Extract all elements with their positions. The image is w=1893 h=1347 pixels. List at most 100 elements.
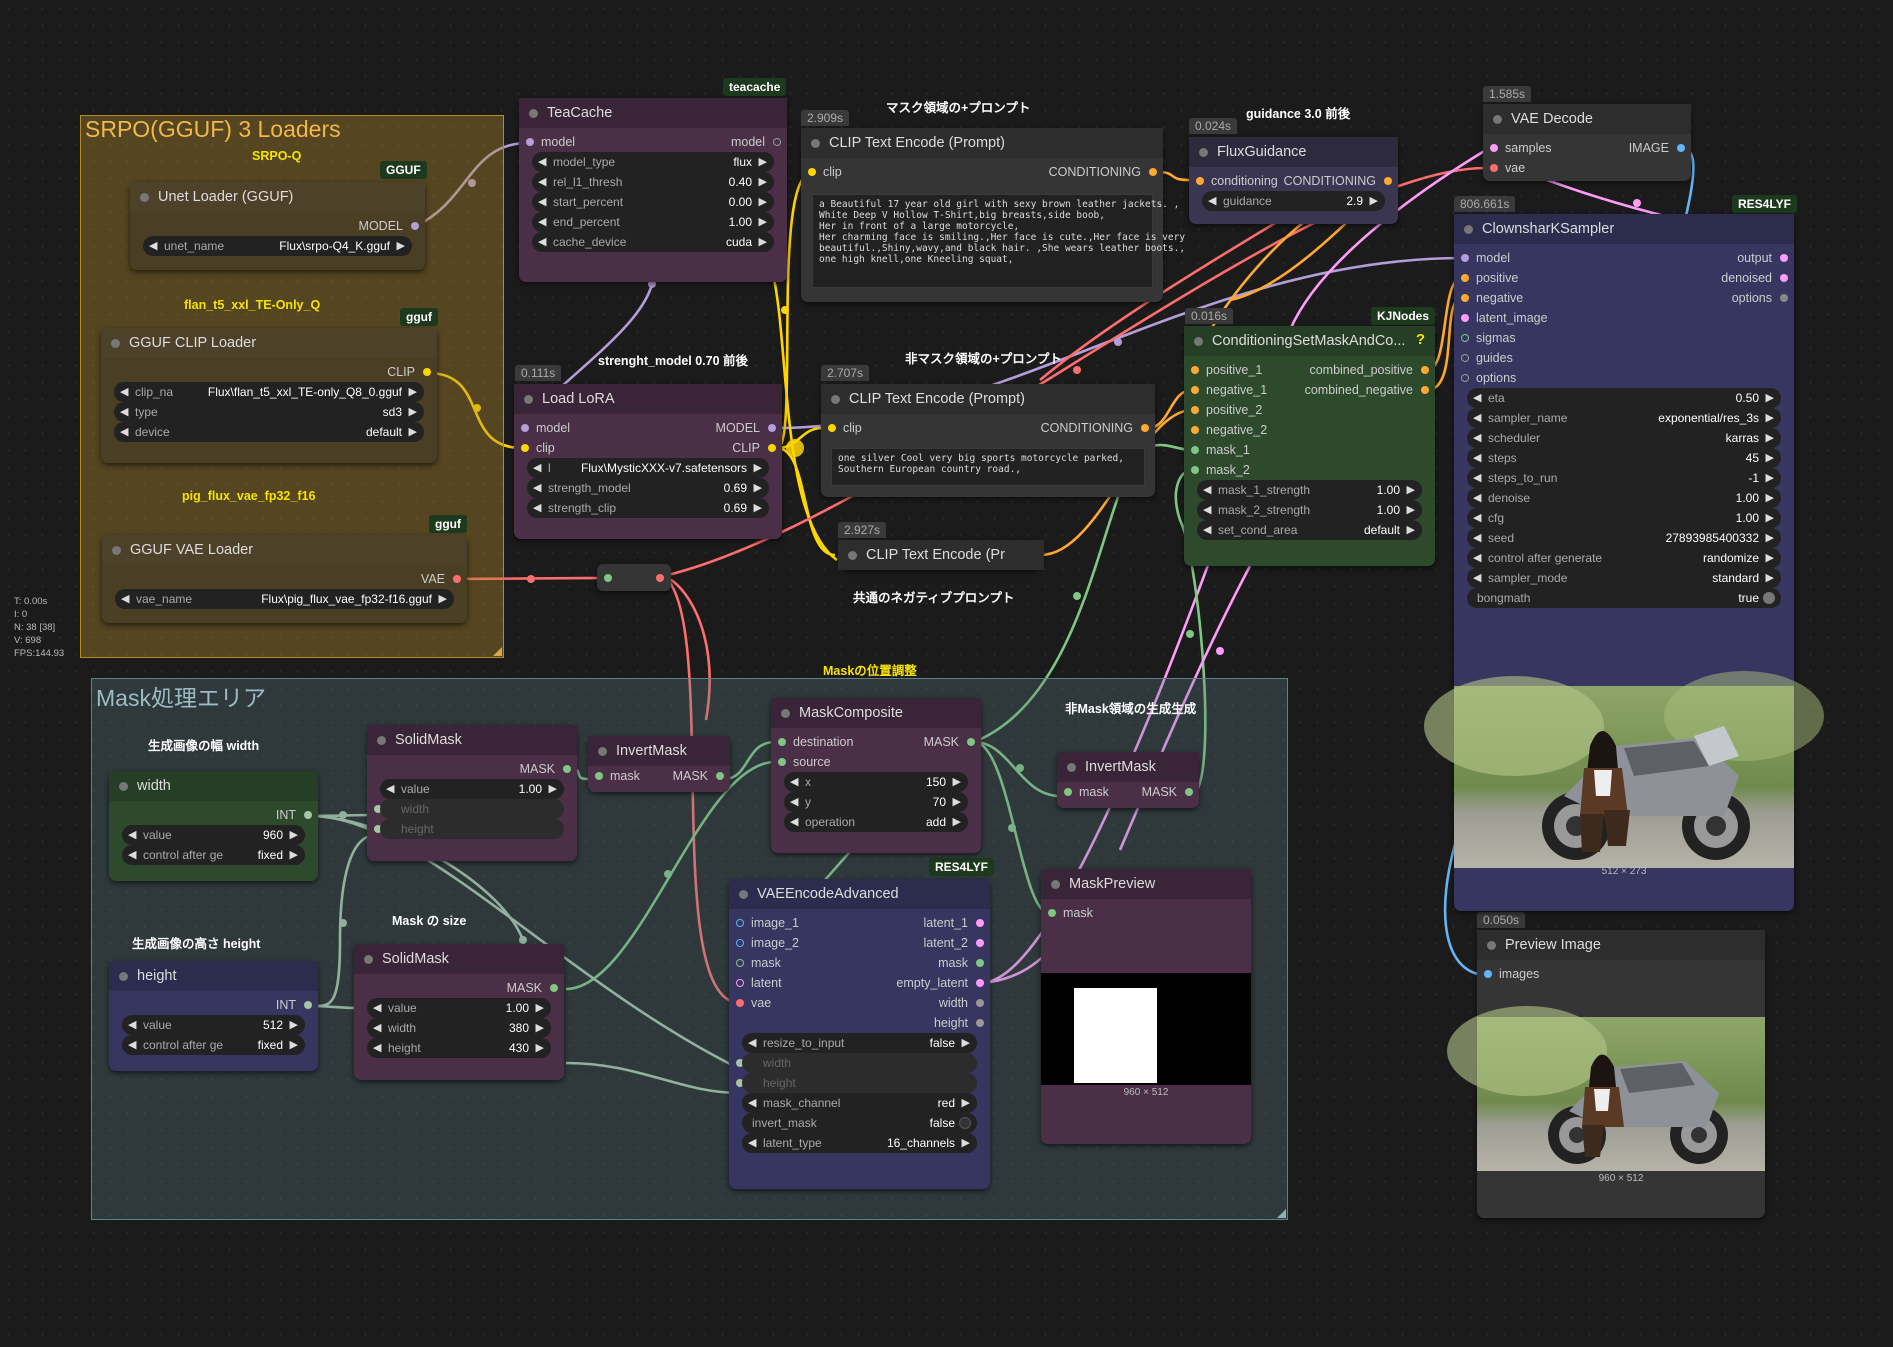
socket[interactable]: [1421, 386, 1429, 394]
collapse-dot[interactable]: [111, 339, 120, 348]
arrow-right-icon[interactable]: ▶: [1765, 452, 1774, 464]
arrow-right-icon[interactable]: ▶: [1369, 195, 1378, 207]
socket[interactable]: [976, 999, 984, 1007]
prompt-textarea[interactable]: one silver Cool very big sports motorcyc…: [831, 448, 1145, 486]
arrow-right-icon[interactable]: ▶: [952, 816, 961, 828]
arrow-left-icon[interactable]: ◀: [533, 482, 542, 494]
preview-image-node[interactable]: Preview Image images 960 × 512: [1447, 930, 1765, 1218]
arrow-left-icon[interactable]: ◀: [373, 1042, 382, 1054]
arrow-right-icon[interactable]: ▶: [961, 1137, 970, 1149]
io-slot[interactable]: mask_2: [1184, 460, 1435, 480]
socket[interactable]: [1490, 144, 1498, 152]
converted-input-width[interactable]: width: [367, 799, 577, 819]
socket[interactable]: [736, 979, 744, 987]
arrow-right-icon[interactable]: ▶: [438, 593, 447, 605]
collapse-dot[interactable]: [1067, 763, 1076, 772]
arrow-right-icon[interactable]: ▶: [1406, 484, 1415, 496]
socket[interactable]: [595, 772, 603, 780]
prompt-textarea[interactable]: a Beautiful 17 year old girl with sexy b…: [812, 194, 1185, 288]
io-slot[interactable]: source: [771, 752, 981, 772]
socket[interactable]: [976, 919, 984, 927]
collapse-dot[interactable]: [140, 193, 149, 202]
arrow-left-icon[interactable]: ◀: [1203, 504, 1212, 516]
collapse-dot[interactable]: [848, 551, 857, 560]
socket[interactable]: [1780, 274, 1788, 282]
arrow-left-icon[interactable]: ◀: [128, 829, 137, 841]
socket[interactable]: [1191, 386, 1199, 394]
socket[interactable]: [1191, 466, 1199, 474]
socket[interactable]: [1191, 426, 1199, 434]
arrow-right-icon[interactable]: ▶: [753, 482, 762, 494]
arrow-right-icon[interactable]: ▶: [548, 783, 557, 795]
io-slot[interactable]: vae: [1483, 158, 1691, 178]
arrow-left-icon[interactable]: ◀: [373, 1002, 382, 1014]
arrow-right-icon[interactable]: ▶: [535, 1022, 544, 1034]
arrow-left-icon[interactable]: ◀: [1473, 552, 1482, 564]
arrow-left-icon[interactable]: ◀: [533, 462, 542, 474]
arrow-left-icon[interactable]: ◀: [1473, 512, 1482, 524]
collapse-dot[interactable]: [119, 782, 128, 791]
arrow-left-icon[interactable]: ◀: [748, 1137, 757, 1149]
socket[interactable]: [1780, 254, 1788, 262]
io-slot[interactable]: positive_2: [1184, 400, 1435, 420]
arrow-right-icon[interactable]: ▶: [408, 406, 417, 418]
arrow-right-icon[interactable]: ▶: [952, 776, 961, 788]
socket[interactable]: [736, 939, 744, 947]
clip-text-encode-negative-node[interactable]: CLIP Text Encode (Pr: [838, 540, 1044, 570]
socket[interactable]: [828, 424, 836, 432]
io-slot[interactable]: guides: [1454, 348, 1794, 368]
arrow-right-icon[interactable]: ▶: [1765, 512, 1774, 524]
io-slot[interactable]: mask_1: [1184, 440, 1435, 460]
arrow-right-icon[interactable]: ▶: [535, 1042, 544, 1054]
socket[interactable]: [1461, 314, 1469, 322]
converted-input-width[interactable]: width: [729, 1053, 990, 1073]
socket[interactable]: [1780, 294, 1788, 302]
socket[interactable]: [304, 1001, 312, 1009]
output-slot[interactable]: MASK: [354, 978, 564, 998]
collapse-dot[interactable]: [377, 736, 386, 745]
collapse-dot[interactable]: [119, 972, 128, 981]
collapse-dot[interactable]: [1464, 225, 1473, 234]
socket[interactable]: [423, 368, 431, 376]
toggle-knob-icon[interactable]: [1763, 592, 1775, 604]
io-slot[interactable]: negative_2: [1184, 420, 1435, 440]
arrow-left-icon[interactable]: ◀: [1203, 484, 1212, 496]
socket[interactable]: [778, 738, 786, 746]
socket[interactable]: [1185, 788, 1193, 796]
socket[interactable]: [604, 574, 612, 582]
arrow-right-icon[interactable]: ▶: [961, 1097, 970, 1109]
socket[interactable]: [374, 805, 382, 813]
arrow-right-icon[interactable]: ▶: [1765, 412, 1774, 424]
resize-grip[interactable]: [493, 647, 502, 656]
io-slot[interactable]: images: [1477, 964, 1765, 984]
toggle-knob-icon[interactable]: [959, 1117, 971, 1129]
socket[interactable]: [1421, 366, 1429, 374]
